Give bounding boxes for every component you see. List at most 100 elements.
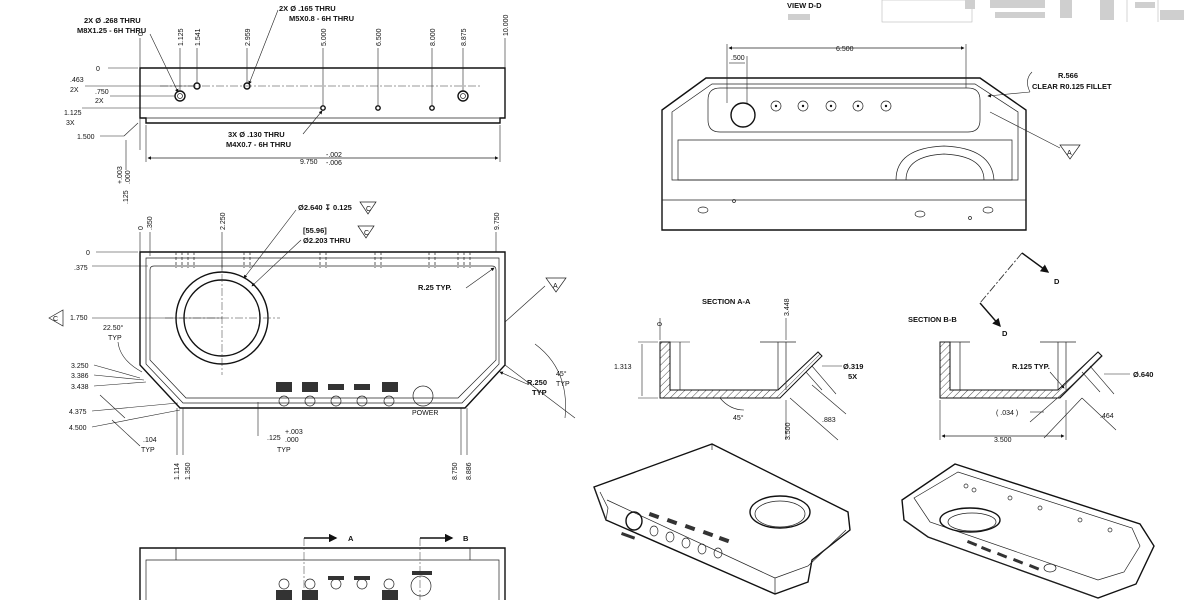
dim-left-750: .750 bbox=[95, 89, 109, 96]
dim-left-0: 0 bbox=[96, 66, 100, 73]
left-dim-3250: 3.250 bbox=[71, 363, 89, 370]
left-dim-375: .375 bbox=[74, 265, 88, 272]
cutting-plane-dd: D D bbox=[979, 252, 1060, 338]
left-dim-3386: 3.386 bbox=[71, 373, 89, 380]
bb-dim-640: Ø.640 bbox=[1133, 370, 1153, 379]
isometric-view-back bbox=[901, 463, 1155, 599]
radius-typ: R.25 TYP. bbox=[418, 283, 452, 292]
dd-fillet-note: CLEAR R0.125 FILLET bbox=[1032, 82, 1112, 91]
section-aa: SECTION A-A 0 3.448 1.313 Ø.319 5X 45° 3… bbox=[614, 297, 863, 441]
section-aa-title: SECTION A-A bbox=[702, 297, 751, 306]
angle-45-typ: TYP bbox=[556, 381, 570, 388]
view-dd: 6.500 .500 R.566 CLEAR R0.125 FILLET A bbox=[661, 44, 1112, 231]
top-dim-2250: 2.250 bbox=[220, 212, 227, 230]
top-dim-9750: 9.750 bbox=[494, 212, 501, 230]
dd-dim-6500: 6.500 bbox=[836, 46, 854, 53]
dim-2959: 2.959 bbox=[245, 28, 252, 46]
note-m8-thread: M8X1.25 - 6H THRU bbox=[77, 26, 146, 35]
dim-left-3x: 3X bbox=[66, 120, 75, 127]
dd-datum-a: A bbox=[1067, 150, 1072, 157]
partial-front-view: A B bbox=[139, 533, 506, 600]
r250: R.250 bbox=[527, 378, 547, 387]
note-m4-holes: 3X Ø .130 THRU bbox=[228, 130, 285, 139]
dim-overall-width: 9.750 bbox=[300, 159, 318, 166]
top-dim-350: .350 bbox=[147, 216, 154, 230]
dim-overall-tol-plus: -.002 bbox=[326, 152, 342, 159]
dim-104-typ: TYP bbox=[141, 447, 155, 454]
dim-104: .104 bbox=[143, 437, 157, 444]
dim-125-tol-minus: .000 bbox=[285, 437, 299, 444]
bb-dim-3500: 3.500 bbox=[994, 437, 1012, 444]
dim-1125: 1.125 bbox=[178, 28, 185, 46]
section-bb: SECTION B-B R.125 TYP. Ø.640 ( .034 ) .4… bbox=[908, 315, 1153, 444]
aa-dim-0: 0 bbox=[657, 322, 664, 326]
dim-6500: 6.500 bbox=[376, 28, 383, 46]
dim-lip: .125 bbox=[123, 190, 130, 204]
dim-left-2x-a: 2X bbox=[70, 87, 79, 94]
r250-typ: TYP bbox=[532, 388, 547, 397]
hidden-slots bbox=[175, 252, 471, 268]
bb-radius: R.125 TYP. bbox=[1012, 362, 1050, 371]
bot-dim-1114: 1.114 bbox=[174, 463, 181, 480]
m4-hole bbox=[375, 105, 381, 111]
dim-0: 0 bbox=[138, 32, 145, 36]
datum-c-thru: C bbox=[364, 230, 369, 237]
note-m5-holes: 2X Ø .165 THRU bbox=[279, 4, 336, 13]
d-marker-upper: D bbox=[1054, 277, 1060, 286]
dim-8000: 8.000 bbox=[430, 28, 437, 46]
dim-8875: 8.875 bbox=[461, 28, 468, 46]
title-block: VIEW D-D bbox=[787, 0, 1184, 23]
bb-dim-034: ( .034 ) bbox=[996, 410, 1018, 417]
d-marker-lower: D bbox=[1002, 329, 1008, 338]
dim-1541: 1.541 bbox=[195, 28, 202, 46]
bot-dim-1350: 1.350 bbox=[185, 462, 192, 480]
datum-c-left: C bbox=[53, 316, 58, 323]
dim-125-tol-plus: +.003 bbox=[285, 429, 303, 436]
dim-left-1500: 1.500 bbox=[77, 134, 95, 141]
bot-dim-8750: 8.750 bbox=[452, 462, 459, 480]
thru-ref: [55.96] bbox=[303, 226, 327, 235]
dim-left-463: .463 bbox=[70, 77, 84, 84]
left-dim-1750: 1.750 bbox=[70, 315, 88, 322]
aa-dim-5x: 5X bbox=[848, 372, 857, 381]
angle-2250: 22.50° bbox=[103, 324, 124, 332]
angle-45: 45° bbox=[556, 370, 567, 378]
dd-fillet-r: R.566 bbox=[1058, 71, 1078, 80]
note-m5-thread: M5X0.8 - 6H THRU bbox=[289, 14, 354, 23]
front-panel: POWER bbox=[276, 382, 438, 417]
front-view: 0 1.125 1.541 2.959 5.000 6.500 8.000 8.… bbox=[64, 4, 510, 204]
dd-dim-500: .500 bbox=[731, 55, 745, 62]
dim-overall-tol-minus: -.006 bbox=[326, 160, 342, 167]
bb-dim-464: .464 bbox=[1100, 413, 1114, 420]
section-arrow-b: B bbox=[463, 534, 469, 543]
iso-bore bbox=[749, 495, 811, 529]
angle-2250-typ: TYP bbox=[108, 335, 122, 342]
aa-dim-45: 45° bbox=[733, 414, 744, 422]
note-m4-thread: M4X0.7 - 6H THRU bbox=[226, 140, 291, 149]
aa-dim-3500: 3.500 bbox=[785, 422, 792, 440]
isometric-view-front bbox=[593, 443, 851, 595]
dd-large-hole bbox=[730, 102, 756, 128]
left-dim-0: 0 bbox=[86, 250, 90, 257]
m4-hole bbox=[320, 105, 326, 111]
dim-10000: 10.000 bbox=[503, 14, 510, 36]
top-view: POWER 0 .350 2.250 9.750 Ø2.640 ↧ 0.125 … bbox=[48, 201, 576, 480]
left-dim-4375: 4.375 bbox=[69, 409, 87, 416]
dim-125-typ: TYP bbox=[277, 447, 291, 454]
view-dd-title: VIEW D-D bbox=[787, 1, 822, 10]
bore-note: Ø2.640 ↧ 0.125 bbox=[298, 203, 352, 212]
panel-power-label: POWER bbox=[412, 410, 438, 417]
dim-lip-tol-plus: +.003 bbox=[117, 166, 124, 184]
datum-a-top: A bbox=[553, 283, 558, 290]
left-dim-4500: 4.500 bbox=[69, 425, 87, 432]
dim-lip-tol-minus: .000 bbox=[125, 170, 132, 184]
m8-hole-left bbox=[174, 90, 186, 102]
datum-c-bore: C bbox=[366, 206, 371, 213]
left-dim-3438: 3.438 bbox=[71, 384, 89, 391]
thru-note: Ø2.203 THRU bbox=[303, 236, 351, 245]
aa-dim-883: .883 bbox=[822, 417, 836, 424]
note-m8-holes: 2X Ø .268 THRU bbox=[84, 16, 141, 25]
section-arrow-a: A bbox=[348, 534, 354, 543]
aa-dim-3448: 3.448 bbox=[784, 298, 791, 316]
